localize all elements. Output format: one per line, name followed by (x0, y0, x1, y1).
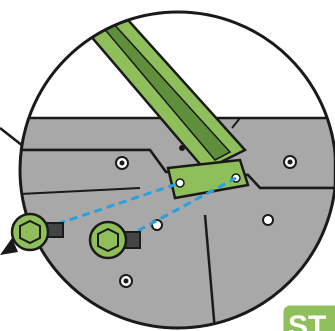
panel-hole (263, 215, 273, 225)
step-badge-label: ST (288, 310, 326, 331)
mounting-hole-icon (120, 275, 132, 287)
bracket-top-hole (179, 145, 185, 151)
step-badge: ST (282, 304, 335, 331)
mounting-hole-icon (116, 157, 128, 169)
mounting-hole-icon (284, 156, 296, 168)
